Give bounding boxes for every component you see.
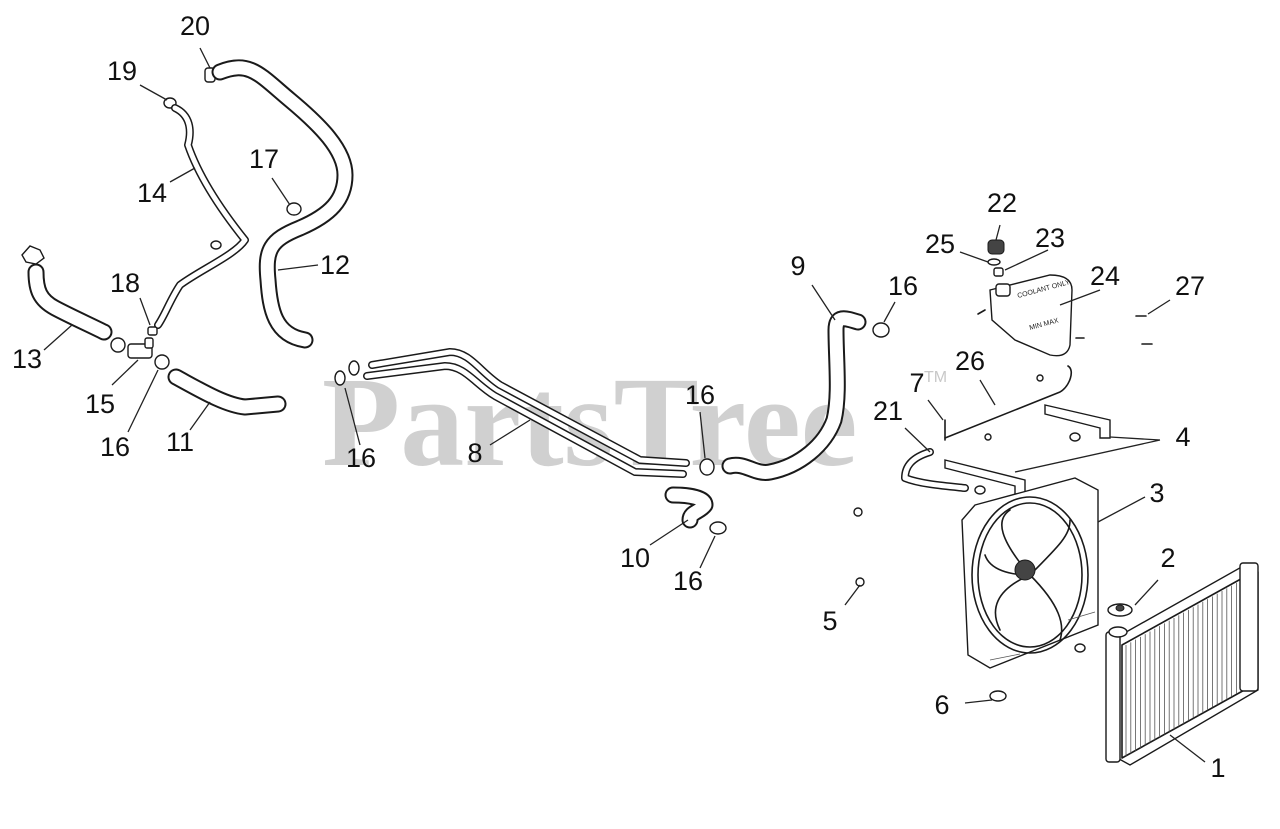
callout-c13[interactable]: 13 [12, 344, 42, 374]
callout-c4[interactable]: 4 [1175, 422, 1190, 452]
part-11-hose[interactable] [167, 368, 287, 416]
callout-c16d[interactable]: 16 [673, 566, 703, 596]
part-3-fan-shroud[interactable] [961, 477, 1099, 669]
callout-c2[interactable]: 2 [1160, 543, 1175, 573]
part-6-grommet[interactable] [989, 643, 1086, 702]
callout-c9[interactable]: 9 [790, 251, 805, 281]
callout-c12[interactable]: 12 [320, 250, 350, 280]
part-18-fitting[interactable] [147, 326, 158, 336]
callout-c25[interactable]: 25 [925, 229, 955, 259]
callout-c3[interactable]: 3 [1149, 478, 1164, 508]
callout-c7[interactable]: 7 [909, 368, 924, 398]
callout-c23[interactable]: 23 [1035, 223, 1065, 253]
part-10-hose[interactable] [664, 486, 727, 535]
part-13-hose[interactable] [21, 245, 113, 341]
part-24-coolant-tank[interactable]: COOLANT ONLY MIN MAX [977, 274, 1073, 357]
part-15-tee[interactable] [110, 337, 170, 370]
callout-c16b[interactable]: 16 [346, 443, 376, 473]
part-12-hose[interactable] [211, 59, 354, 349]
part-1-radiator[interactable] [1105, 562, 1259, 766]
callout-c20[interactable]: 20 [180, 11, 210, 41]
callout-c5[interactable]: 5 [822, 606, 837, 636]
watermark-trademark: TM [924, 369, 947, 386]
callout-c22[interactable]: 22 [987, 188, 1017, 218]
callout-c27[interactable]: 27 [1175, 271, 1205, 301]
part-8-tubes[interactable] [334, 348, 690, 478]
callout-c15[interactable]: 15 [85, 389, 115, 419]
callout-c10[interactable]: 10 [620, 543, 650, 573]
callout-c16e[interactable]: 16 [888, 271, 918, 301]
part-23-seal[interactable] [993, 267, 1004, 277]
callout-c14[interactable]: 14 [137, 178, 167, 208]
callout-c16c[interactable]: 16 [685, 380, 715, 410]
callout-c1[interactable]: 1 [1210, 753, 1225, 783]
part-14-tube[interactable] [154, 104, 249, 329]
leader-lines [43, 47, 1206, 763]
callout-c11[interactable]: 11 [166, 427, 194, 457]
part-2-grommet[interactable] [1107, 603, 1133, 617]
part-25-washer[interactable] [987, 258, 1001, 266]
callout-c17[interactable]: 17 [249, 144, 279, 174]
part-26-rod[interactable] [944, 365, 1072, 439]
callout-c21[interactable]: 21 [873, 396, 903, 426]
part-9-hose[interactable] [721, 310, 867, 481]
part-17-clamp[interactable] [286, 202, 302, 216]
callout-c19[interactable]: 19 [107, 56, 137, 86]
callout-c8[interactable]: 8 [467, 438, 482, 468]
callout-c16a[interactable]: 16 [100, 432, 130, 462]
part-16-clamp-center[interactable] [699, 458, 715, 476]
part-22-cap[interactable] [987, 239, 1005, 255]
callout-c24[interactable]: 24 [1090, 261, 1120, 291]
callout-c18[interactable]: 18 [110, 268, 140, 298]
part-4-brackets[interactable] [944, 404, 1111, 496]
part-16-clamp-right[interactable] [872, 322, 890, 338]
part-27-screws[interactable] [1075, 315, 1153, 345]
part-21-tube[interactable] [901, 448, 969, 492]
callout-c26[interactable]: 26 [955, 346, 985, 376]
callout-c6[interactable]: 6 [934, 690, 949, 720]
